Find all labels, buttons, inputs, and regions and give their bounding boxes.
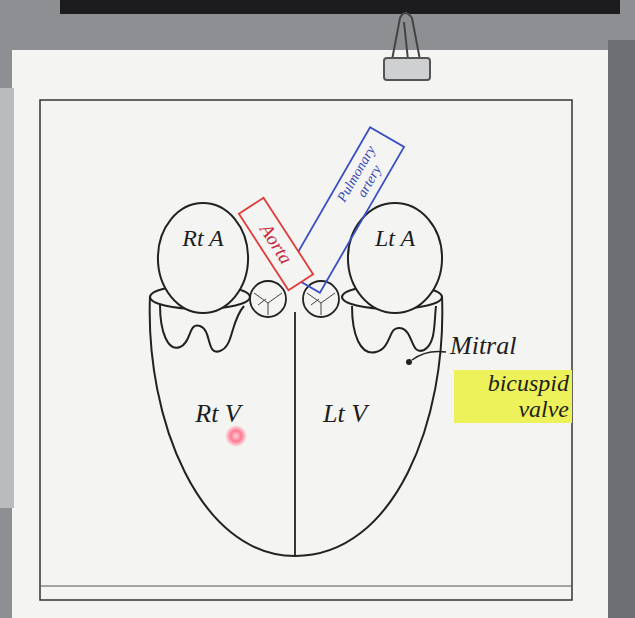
valve-cusps	[307, 293, 335, 315]
chamber-outline	[347, 202, 443, 314]
atrium-chamber: Lt A	[347, 202, 443, 314]
clip-wire	[392, 13, 420, 60]
clip-body	[384, 58, 430, 80]
left-panel	[0, 88, 14, 508]
part-name: Lt V	[323, 400, 367, 427]
binder-clip	[384, 13, 430, 80]
chamber-outline	[157, 202, 249, 314]
callout-label: Mitral	[450, 332, 516, 361]
part-name: Rt V	[195, 400, 241, 427]
valve-cusps	[254, 293, 282, 315]
atrium-chamber: Rt A	[157, 202, 249, 314]
leader-line	[412, 351, 446, 360]
ventricle-chamber: Rt V	[178, 394, 258, 434]
chamber-outline	[348, 203, 442, 313]
ventricle-chamber: Lt V	[305, 394, 385, 434]
frame-line	[40, 586, 572, 587]
paper-frame	[40, 100, 572, 600]
callout-label: bicuspid valve	[454, 370, 572, 423]
top-bar	[60, 0, 620, 14]
paper-sheet	[12, 50, 608, 618]
leader-dot	[406, 359, 412, 365]
right-edge	[608, 40, 635, 618]
aortic-valve	[250, 281, 286, 317]
laser-dot	[225, 425, 247, 447]
part-name: Rt A	[182, 226, 224, 251]
septum	[294, 312, 296, 556]
part-name: Lt A	[375, 226, 415, 251]
clip-wire	[404, 22, 408, 60]
chamber-outline	[158, 203, 248, 313]
heart-outline	[150, 296, 443, 556]
